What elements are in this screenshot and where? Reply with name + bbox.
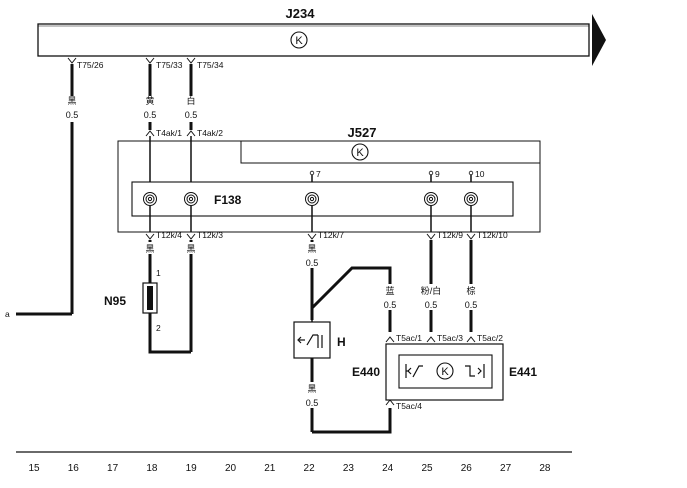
j234-label: J234 <box>286 6 316 21</box>
t75-33-label: T75/33 <box>156 60 183 70</box>
wire-16-color: 黑 <box>67 96 76 106</box>
column-number: 28 <box>539 463 551 474</box>
column-number: 20 <box>225 463 237 474</box>
e441-k-symbol: K <box>441 366 449 378</box>
h-label: H <box>337 335 346 349</box>
e441-label: E441 <box>509 365 537 379</box>
column-number: 26 <box>461 463 473 474</box>
n95-pin-1: 1 <box>156 268 161 278</box>
wire-24-size: 0.5 <box>384 300 397 310</box>
t5ac-4-label: T5ac/4 <box>396 401 422 411</box>
wire-18-size: 0.5 <box>144 110 157 120</box>
t12k-10-label: T12k/10 <box>477 230 508 240</box>
n95-label: N95 <box>104 294 126 308</box>
wire-19b-color: 黑 <box>186 244 195 254</box>
wire-18b-color: 黑 <box>145 244 154 254</box>
j234-control-unit-icon <box>290 31 308 49</box>
e440-label: E440 <box>352 365 380 379</box>
wire-18-color: 黄 <box>145 95 154 106</box>
wire-ground-loop <box>312 408 392 434</box>
column-number: 25 <box>421 463 433 474</box>
column-number: 15 <box>28 463 40 474</box>
t5ac-3-label: T5ac/3 <box>437 333 463 343</box>
wire-19-color: 白 <box>186 95 195 106</box>
pin-10-label: 10 <box>475 169 485 179</box>
n95-pin-2: 2 <box>156 323 161 333</box>
wire-25-color: 粉/白 <box>421 285 442 296</box>
wire-24-color: 蓝 <box>385 285 394 296</box>
e440-switch-icon <box>405 364 423 378</box>
t12k-4-label: T12k/4 <box>156 230 182 240</box>
j527-control-unit-icon <box>351 143 369 161</box>
pin-7-label: 7 <box>316 169 321 179</box>
column-number: 22 <box>304 463 316 474</box>
j234-pins <box>67 57 196 64</box>
t12k-3-label: T12k/3 <box>197 230 223 240</box>
j527-label: J527 <box>348 125 377 140</box>
e441-control-icon <box>436 362 454 380</box>
wire-22b-color: 黑 <box>307 384 316 394</box>
wire-22b-size: 0.5 <box>306 398 319 408</box>
h-switch-icon <box>297 334 323 348</box>
t4ak-2-label: T4ak/2 <box>197 128 223 138</box>
edge-reference-a: a <box>5 309 10 319</box>
f138-spiral-icons <box>143 192 478 206</box>
column-number: 19 <box>186 463 198 474</box>
column-numbers: 15 16 17 18 19 20 21 22 23 24 25 26 27 28 <box>28 463 550 474</box>
column-number: 21 <box>264 463 276 474</box>
column-number: 27 <box>500 463 512 474</box>
column-number: 16 <box>68 463 80 474</box>
wire-22a-size: 0.5 <box>306 258 319 268</box>
wire-22a-color: 黑 <box>307 244 316 254</box>
t4ak-1-label: T4ak/1 <box>156 128 182 138</box>
t5ac-1-label: T5ac/1 <box>396 333 422 343</box>
t75-34-label: T75/34 <box>197 60 224 70</box>
wire-25-size: 0.5 <box>425 300 438 310</box>
wire-19-size: 0.5 <box>185 110 198 120</box>
j234-k-symbol: K <box>295 35 303 47</box>
column-number: 23 <box>343 463 355 474</box>
wire-16-size: 0.5 <box>66 110 79 120</box>
wire-26-color: 棕 <box>466 285 475 296</box>
wire-26-size: 0.5 <box>465 300 478 310</box>
column-number: 18 <box>146 463 158 474</box>
wire-blue-24 <box>310 266 392 310</box>
t12k-9-label: T12k/9 <box>437 230 463 240</box>
column-number: 17 <box>107 463 119 474</box>
column-number: 24 <box>382 463 394 474</box>
pin-9-label: 9 <box>435 169 440 179</box>
j234-module <box>37 23 590 57</box>
continuation-arrow-icon <box>592 14 606 66</box>
t12k-7-label: T12k/7 <box>318 230 344 240</box>
n95-coil-icon <box>147 286 153 310</box>
t5ac-2-label: T5ac/2 <box>477 333 503 343</box>
j527-k-symbol: K <box>356 147 364 159</box>
t75-26-label: T75/26 <box>77 60 104 70</box>
wire-n95-loop <box>148 313 191 354</box>
j527-header <box>240 140 541 164</box>
e441-switch-icon <box>465 364 485 378</box>
f138-label: F138 <box>214 193 242 207</box>
